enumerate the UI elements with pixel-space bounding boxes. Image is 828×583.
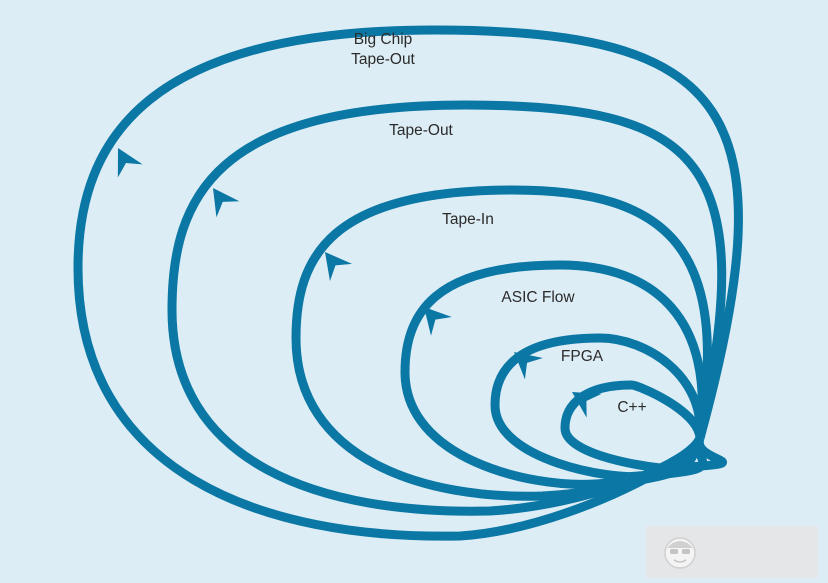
loop-asic-flow [400,260,707,489]
arrow-fpga [514,352,543,380]
label-fpga: FPGA [561,348,604,365]
loop-cpp [560,380,727,474]
arrow-tape-out [213,188,240,218]
arrow-tape-in [325,252,353,282]
arrow-cpp [572,392,602,418]
loops-layer [73,25,743,541]
label-asic-flow: ASIC Flow [501,289,575,306]
label-big-chip-tape-out-line-2: Tape-Out [351,51,415,68]
label-tape-out: Tape-Out [389,122,453,139]
loop-big-chip-tape-out [73,25,743,541]
loop-tape-in [291,185,712,501]
label-cpp: C++ [617,399,646,416]
cartoon-face-logo-icon [664,537,696,569]
watermark [646,526,818,578]
arrow-asic-flow [424,307,452,336]
loop-tape-out [167,100,727,516]
label-tape-in: Tape-In [442,211,494,228]
label-big-chip-tape-out-line-1: Big Chip [354,31,413,48]
arrow-big-chip-tape-out [117,148,143,178]
